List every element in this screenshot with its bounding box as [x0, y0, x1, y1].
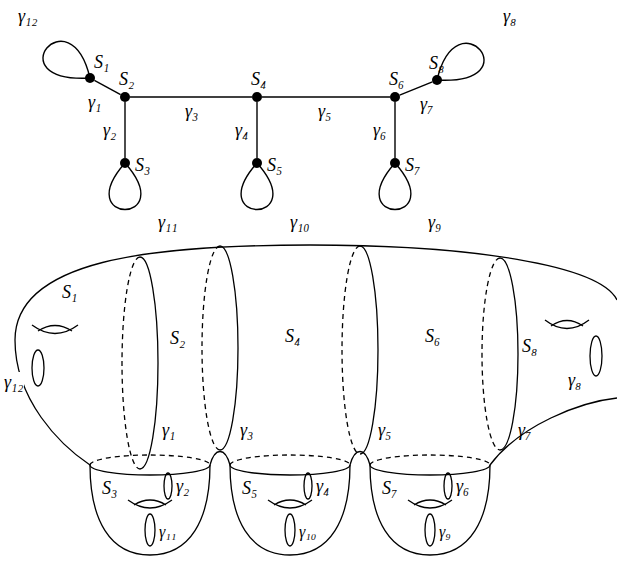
surface-label: S₃	[102, 478, 117, 498]
vertex-dot: S₄	[252, 92, 262, 102]
surface-label: S₂	[170, 328, 185, 348]
graph-edge	[394, 102, 395, 158]
surface-label: S₆	[425, 326, 440, 346]
graph-edge	[124, 102, 125, 158]
vertex-label: S₄	[251, 69, 266, 89]
surface-label: γ₁₀	[299, 522, 316, 542]
seam-curve-hidden	[482, 258, 500, 450]
vertex-dot: S₆	[390, 92, 400, 102]
vertex-label: S₇	[405, 155, 420, 175]
cup-rim	[230, 465, 350, 475]
seam-curve	[220, 246, 238, 450]
cup-rim-hidden	[230, 455, 350, 465]
meridian-curve	[32, 350, 44, 386]
surface-label: S₈	[522, 336, 537, 356]
surface-label: S₁	[62, 282, 77, 302]
meridian-curve	[164, 473, 172, 499]
cup-rim-hidden	[90, 455, 210, 465]
edge-label: γ₄	[235, 120, 248, 140]
edge-label: γ₂	[103, 120, 116, 140]
vertex-dot: S₅	[252, 158, 262, 168]
edge-label: γ₈	[503, 6, 516, 26]
vertex-label: S₆	[389, 69, 404, 89]
edge-label: γ₁₀	[290, 212, 310, 232]
vertex-dot: S₃	[120, 158, 130, 168]
meridian-curve	[285, 514, 295, 546]
meridian-curve	[425, 514, 435, 546]
cup-rim	[90, 465, 210, 475]
graph-edge	[130, 96, 252, 97]
surface-label: γ₁₁	[159, 522, 176, 542]
surface-label: γ₁	[162, 420, 175, 440]
graph-edge	[262, 96, 390, 97]
graph-edge	[256, 102, 257, 158]
surface-label: γ₉	[439, 522, 451, 542]
vertex-dot: S₈	[432, 75, 442, 85]
surface-label: S₄	[285, 326, 300, 346]
surface-outline	[15, 245, 617, 555]
meridian-curve	[590, 336, 602, 376]
seam-curve-hidden	[342, 246, 360, 454]
vertex-dot: S₂	[120, 92, 130, 102]
surface-label: γ₆	[456, 476, 469, 496]
vertex-label: S₁	[94, 52, 109, 72]
edge-label: γ₁₂	[18, 6, 38, 26]
handle-hole	[128, 500, 172, 508]
vertex-label: S₈	[429, 53, 444, 73]
vertex-label: S₅	[267, 155, 282, 175]
vertex-dot: S₇	[390, 158, 400, 168]
seam-curve-hidden	[202, 246, 220, 450]
vertex-dot: S₁	[85, 73, 95, 83]
seam-curve	[500, 258, 518, 450]
handle-hole	[32, 325, 78, 334]
meridian-curve	[145, 514, 155, 546]
loop-edge	[43, 41, 90, 78]
edge-label: γ₇	[420, 94, 433, 114]
handle-hole	[268, 500, 312, 508]
meridian-curve	[304, 473, 312, 499]
edge-label: γ₁	[88, 92, 101, 112]
surface-label: γ₈	[568, 370, 581, 390]
vertex-label: S₃	[135, 155, 150, 175]
handle-hole	[408, 500, 452, 508]
surface-label: S₅	[242, 478, 257, 498]
seam-curve	[360, 246, 378, 454]
surface-label: γ₂	[176, 476, 189, 496]
edge-label: γ₁₁	[158, 212, 178, 232]
edge-label: γ₃	[185, 101, 198, 121]
surface-label: γ₃	[240, 420, 253, 440]
edge-label: γ₅	[318, 101, 331, 121]
graph-edge	[400, 82, 433, 95]
surface-label: γ₁₂	[4, 372, 24, 392]
surface-label: γ₇	[518, 420, 531, 440]
edge-label: γ₆	[373, 120, 386, 140]
edge-label: γ₉	[428, 212, 441, 232]
cup-rim	[370, 465, 490, 475]
handle-hole	[545, 320, 589, 329]
surface-label: S₇	[382, 478, 397, 498]
cup-rim-hidden	[370, 455, 490, 465]
vertex-label: S₂	[119, 69, 134, 89]
surface-label: γ₅	[378, 420, 391, 440]
seam-curve-hidden	[122, 257, 140, 469]
surface-label: γ₄	[316, 476, 329, 496]
seam-curve	[140, 257, 158, 469]
meridian-curve	[444, 473, 452, 499]
